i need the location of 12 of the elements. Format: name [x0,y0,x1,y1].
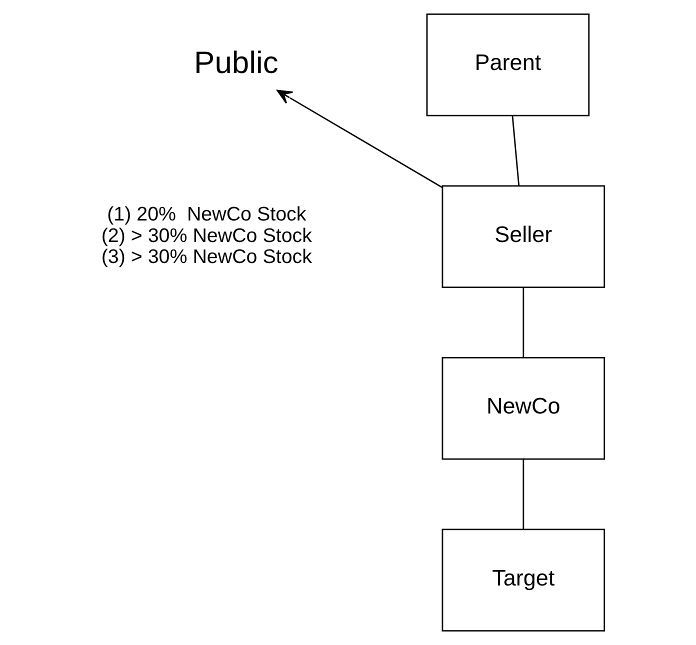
node-box: Target [441,528,605,632]
label: (1) 20% NewCo Stock [106,204,306,226]
connector [522,459,524,530]
arrow [276,90,442,188]
connector [511,116,520,186]
label: (2) > 30% NewCo Stock [100,224,312,247]
label: (3) > 30% NewCo Stock [100,246,312,268]
connector [522,287,524,358]
node-box: Seller [441,185,605,288]
node-box: Parent [426,13,590,116]
node-box: NewCo [441,357,605,460]
node-text: Public [194,44,278,80]
